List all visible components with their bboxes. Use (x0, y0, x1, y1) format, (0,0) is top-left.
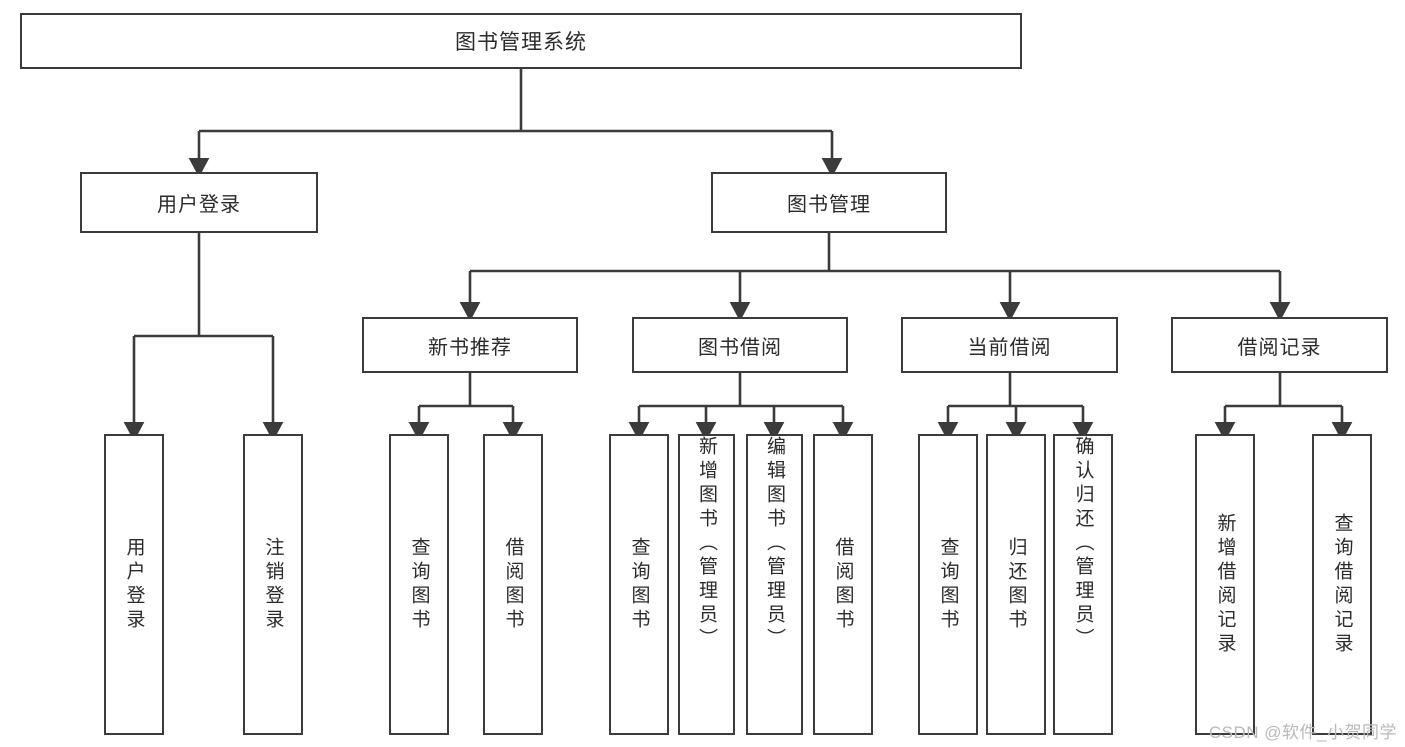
leaf-label: 注销登录 (262, 536, 284, 633)
leaf-label: 用户登录 (123, 536, 145, 633)
node-new-book-recommend[interactable]: 新书推荐 (362, 317, 578, 373)
leaf-borrow-books-borrow[interactable]: 借阅图书 (813, 434, 873, 735)
leaf-label: 借阅图书 (832, 536, 854, 633)
leaf-label: 归还图书 (1005, 536, 1027, 633)
node-borrow-record[interactable]: 借阅记录 (1171, 317, 1388, 373)
leaf-user-login[interactable]: 用户登录 (104, 434, 164, 735)
leaf-label: 新增借阅记录 (1214, 512, 1236, 657)
leaf-label: 查询图书 (408, 536, 430, 633)
leaf-label: 查询借阅记录 (1331, 512, 1353, 657)
leaf-borrow-books-recommend[interactable]: 借阅图书 (483, 434, 543, 735)
node-user-login[interactable]: 用户登录 (80, 172, 318, 233)
watermark-text: CSDN @软件_小贺同学 (1208, 723, 1397, 742)
leaf-logout[interactable]: 注销登录 (243, 434, 303, 735)
leaf-return-books[interactable]: 归还图书 (986, 434, 1046, 735)
leaf-query-books-recommend[interactable]: 查询图书 (389, 434, 449, 735)
leaf-add-book-admin[interactable]: 新增图书（管理员） (678, 434, 735, 735)
node-book-management[interactable]: 图书管理 (711, 172, 947, 233)
leaf-label: 查询图书 (937, 536, 959, 633)
leaf-label: 编辑图书（管理员） (764, 436, 785, 652)
leaf-add-borrow-record[interactable]: 新增借阅记录 (1195, 434, 1255, 735)
node-book-borrow[interactable]: 图书借阅 (632, 317, 848, 373)
leaf-label: 借阅图书 (502, 536, 524, 633)
leaf-label: 新增图书（管理员） (696, 436, 717, 652)
node-root-system[interactable]: 图书管理系统 (20, 13, 1022, 69)
leaf-label: 确认归还（管理员） (1072, 436, 1094, 652)
leaf-label: 查询图书 (628, 536, 650, 633)
leaf-edit-book-admin[interactable]: 编辑图书（管理员） (746, 434, 803, 735)
leaf-query-books-current[interactable]: 查询图书 (918, 434, 978, 735)
leaf-query-books-borrow[interactable]: 查询图书 (609, 434, 669, 735)
leaf-confirm-return-admin[interactable]: 确认归还（管理员） (1053, 434, 1113, 735)
node-current-borrow[interactable]: 当前借阅 (901, 317, 1118, 373)
leaf-query-borrow-record[interactable]: 查询借阅记录 (1312, 434, 1372, 735)
